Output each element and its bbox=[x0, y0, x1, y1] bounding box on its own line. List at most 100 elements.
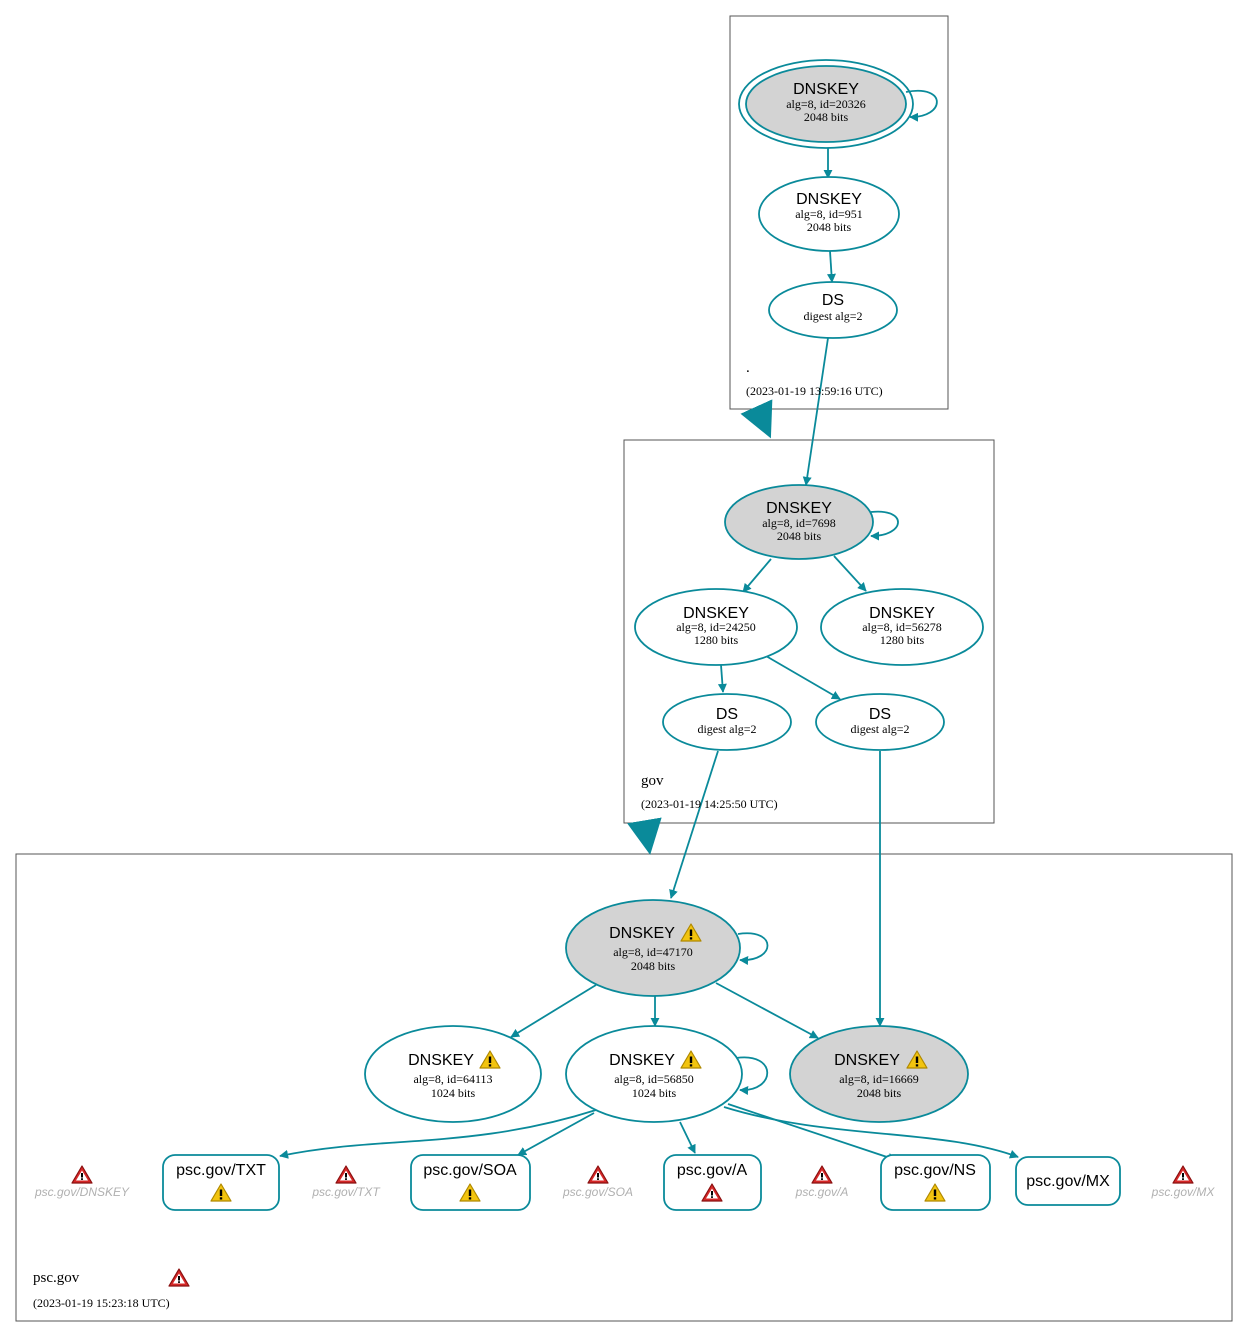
zone-psc-timestamp: (2023-01-19 15:23:18 UTC) bbox=[33, 1296, 170, 1310]
node-root-zsk-id: alg=8, id=951 bbox=[795, 207, 863, 221]
node-root-ds[interactable]: DS digest alg=2 bbox=[768, 281, 898, 339]
edge-psczsk2-mx bbox=[723, 1106, 1019, 1159]
ghost-dnskey[interactable]: psc.gov/DNSKEY bbox=[34, 1165, 130, 1199]
node-psc-zsk2-id: alg=8, id=56850 bbox=[614, 1072, 694, 1086]
node-gov-zsk1-title: DNSKEY bbox=[683, 605, 749, 622]
edge-pscksk-self bbox=[737, 932, 769, 965]
node-psc-ksk[interactable]: DNSKEY alg=8, id=47170 2048 bits bbox=[565, 899, 741, 997]
rrset-a[interactable]: psc.gov/A bbox=[663, 1154, 762, 1211]
zone-gov-timestamp: (2023-01-19 14:25:50 UTC) bbox=[641, 797, 778, 811]
rrset-ns-label: psc.gov/NS bbox=[894, 1162, 976, 1179]
node-gov-ds1-digest: digest alg=2 bbox=[697, 722, 756, 736]
node-gov-ksk[interactable]: DNSKEY alg=8, id=7698 2048 bits bbox=[724, 484, 874, 560]
ghost-mx-label: psc.gov/MX bbox=[1151, 1185, 1216, 1199]
edge-pscksk-psczsk1 bbox=[510, 984, 597, 1038]
error-icon bbox=[587, 1165, 609, 1184]
edge-govzsk1-govds1 bbox=[717, 664, 727, 693]
node-psc-ksk2[interactable]: DNSKEY alg=8, id=16669 2048 bits bbox=[789, 1025, 969, 1123]
error-icon bbox=[811, 1165, 833, 1184]
edge-govksk-govzsk2 bbox=[833, 555, 867, 592]
node-gov-zsk1-bits: 1280 bits bbox=[694, 633, 739, 647]
rrset-a-label: psc.gov/A bbox=[677, 1162, 748, 1179]
node-gov-ksk-bits: 2048 bits bbox=[777, 529, 822, 543]
edge-psczsk2-ns bbox=[727, 1103, 897, 1162]
node-root-zsk[interactable]: DNSKEY alg=8, id=951 2048 bits bbox=[758, 176, 900, 252]
error-icon bbox=[1172, 1165, 1194, 1184]
node-psc-ksk-id: alg=8, id=47170 bbox=[613, 945, 693, 959]
ghost-mx[interactable]: psc.gov/MX bbox=[1151, 1165, 1216, 1199]
edge-psczsk2-a bbox=[679, 1121, 696, 1154]
node-psc-ksk2-id: alg=8, id=16669 bbox=[839, 1072, 919, 1086]
error-icon bbox=[71, 1165, 93, 1184]
zone-gov-box bbox=[623, 439, 995, 824]
rrset-txt[interactable]: psc.gov/TXT bbox=[162, 1154, 280, 1211]
node-psc-ksk2-title: DNSKEY bbox=[834, 1052, 900, 1069]
node-gov-zsk2-title: DNSKEY bbox=[869, 605, 935, 622]
node-gov-zsk1-id: alg=8, id=24250 bbox=[676, 620, 756, 634]
edges bbox=[279, 89, 1019, 1162]
edge-psczsk2-txt bbox=[279, 1109, 597, 1159]
node-root-ds-title: DS bbox=[822, 292, 844, 309]
node-psc-ksk-title: DNSKEY bbox=[609, 925, 675, 942]
node-root-ksk-title: DNSKEY bbox=[793, 81, 859, 98]
node-gov-ds1[interactable]: DS digest alg=2 bbox=[662, 693, 792, 751]
node-gov-ds2[interactable]: DS digest alg=2 bbox=[815, 693, 945, 751]
zone-psc-box bbox=[15, 853, 1233, 1322]
rrset-mx[interactable]: psc.gov/MX bbox=[1015, 1156, 1121, 1206]
edge-rootds-govksk bbox=[802, 337, 829, 486]
delegation-arrow-root-gov bbox=[740, 399, 773, 439]
node-gov-zsk1[interactable]: DNSKEY alg=8, id=24250 1280 bits bbox=[634, 588, 798, 666]
ghost-soa-label: psc.gov/SOA bbox=[562, 1185, 633, 1199]
node-gov-ksk-title: DNSKEY bbox=[766, 500, 832, 517]
node-psc-zsk2[interactable]: DNSKEY alg=8, id=56850 1024 bits bbox=[565, 1025, 743, 1123]
edge-govds1-pscksk bbox=[669, 750, 719, 899]
error-icon bbox=[168, 1268, 190, 1287]
node-psc-ksk-bits: 2048 bits bbox=[631, 959, 676, 973]
rrset-ns[interactable]: psc.gov/NS bbox=[880, 1154, 991, 1211]
edge-govksk-govzsk1 bbox=[742, 558, 772, 593]
zone-psc-label: psc.gov bbox=[33, 1270, 80, 1286]
node-root-zsk-title: DNSKEY bbox=[796, 191, 862, 208]
rrset-mx-label: psc.gov/MX bbox=[1026, 1173, 1110, 1190]
edge-govzsk1-govds2 bbox=[765, 655, 841, 700]
error-icon bbox=[335, 1165, 357, 1184]
node-psc-ksk2-bits: 2048 bits bbox=[857, 1086, 902, 1100]
delegation-arrow-gov-psc bbox=[627, 817, 662, 855]
node-psc-zsk1-id: alg=8, id=64113 bbox=[413, 1072, 492, 1086]
edge-psczsk2-soa bbox=[517, 1112, 595, 1156]
node-gov-ds2-digest: digest alg=2 bbox=[850, 722, 909, 736]
node-psc-zsk1-title: DNSKEY bbox=[408, 1052, 474, 1069]
node-root-zsk-bits: 2048 bits bbox=[807, 220, 852, 234]
rrset-soa[interactable]: psc.gov/SOA bbox=[410, 1154, 531, 1211]
zone-root-label: . bbox=[746, 360, 750, 376]
ghost-a[interactable]: psc.gov/A bbox=[795, 1165, 849, 1199]
edge-rootzsk-rootds bbox=[826, 250, 836, 283]
node-psc-zsk2-bits: 1024 bits bbox=[632, 1086, 677, 1100]
ghost-dnskey-label: psc.gov/DNSKEY bbox=[34, 1185, 130, 1199]
node-root-ksk-id: alg=8, id=20326 bbox=[786, 97, 866, 111]
node-root-ds-digest: digest alg=2 bbox=[803, 309, 862, 323]
node-gov-ds2-title: DS bbox=[869, 706, 891, 723]
ghost-a-label: psc.gov/A bbox=[795, 1185, 849, 1199]
zone-root-timestamp: (2023-01-19 13:59:16 UTC) bbox=[746, 384, 883, 398]
node-root-ksk[interactable]: DNSKEY alg=8, id=20326 2048 bits bbox=[738, 59, 914, 149]
edge-rootksk-self bbox=[905, 89, 938, 122]
ghost-txt[interactable]: psc.gov/TXT bbox=[311, 1165, 381, 1199]
zone-gov-label: gov bbox=[641, 773, 664, 789]
node-gov-zsk2-id: alg=8, id=56278 bbox=[862, 620, 942, 634]
node-gov-zsk2-bits: 1280 bits bbox=[880, 633, 925, 647]
node-psc-zsk1-bits: 1024 bits bbox=[431, 1086, 476, 1100]
edge-pscksk-pscksk2 bbox=[715, 982, 819, 1039]
rrset-txt-label: psc.gov/TXT bbox=[176, 1162, 266, 1179]
node-psc-zsk1[interactable]: DNSKEY alg=8, id=64113 1024 bits bbox=[364, 1025, 542, 1123]
node-gov-zsk2[interactable]: DNSKEY alg=8, id=56278 1280 bits bbox=[820, 588, 984, 666]
node-root-ksk-bits: 2048 bits bbox=[804, 110, 849, 124]
edge-psczsk2-self bbox=[735, 1056, 768, 1095]
node-gov-ds1-title: DS bbox=[716, 706, 738, 723]
rrset-soa-label: psc.gov/SOA bbox=[423, 1162, 517, 1179]
ghost-soa[interactable]: psc.gov/SOA bbox=[562, 1165, 633, 1199]
node-psc-zsk2-title: DNSKEY bbox=[609, 1052, 675, 1069]
zone-root-box bbox=[729, 15, 949, 410]
ghost-txt-label: psc.gov/TXT bbox=[311, 1185, 381, 1199]
